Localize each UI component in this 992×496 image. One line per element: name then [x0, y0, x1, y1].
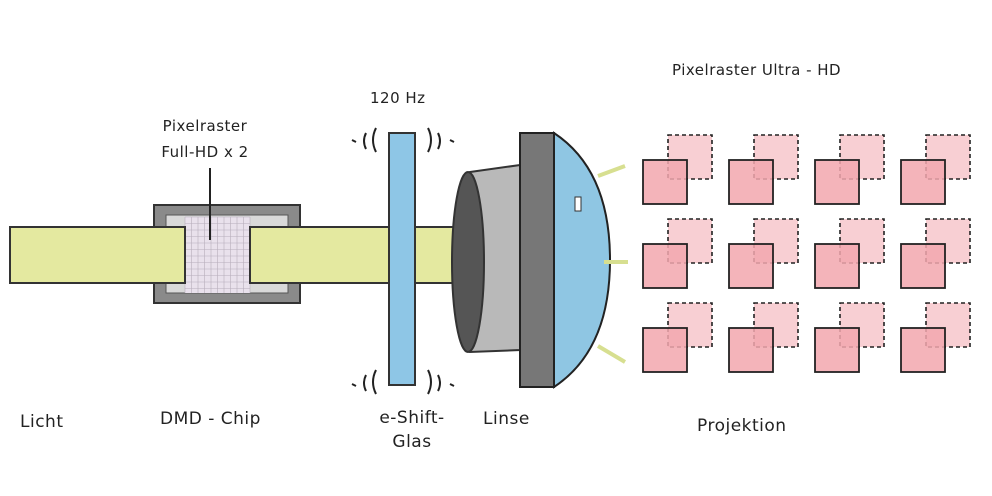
- projection-pixel-grid: [642, 134, 971, 373]
- label-projection: Projektion: [697, 416, 787, 436]
- vibration-marks: [351, 127, 455, 395]
- projected-pixel-pair: [642, 218, 713, 289]
- dmd-chip-pixel-grid: [184, 216, 251, 293]
- base-pixel: [814, 243, 860, 289]
- projected-pixel-pair: [728, 302, 799, 373]
- base-pixel: [814, 327, 860, 373]
- projected-pixel-pair: [814, 134, 885, 205]
- projected-pixel-pair: [900, 218, 971, 289]
- lens-ring: [519, 132, 555, 388]
- label-lens: Linse: [483, 409, 530, 429]
- light-beam-input-overlay: [9, 226, 186, 284]
- base-pixel: [900, 243, 946, 289]
- base-pixel: [728, 327, 774, 373]
- projected-pixel-pair: [900, 302, 971, 373]
- eshift-glass: [388, 132, 416, 386]
- base-pixel: [728, 243, 774, 289]
- light-beam-reflected: [249, 226, 401, 284]
- base-pixel: [728, 159, 774, 205]
- projected-pixel-pair: [814, 302, 885, 373]
- projected-pixel-pair: [814, 218, 885, 289]
- projected-pixel-pair: [728, 134, 799, 205]
- projected-pixel-pair: [642, 302, 713, 373]
- label-eshift-line1: e-Shift-: [379, 408, 445, 428]
- projection-rays: [596, 164, 628, 364]
- lens-dome-highlight: [574, 196, 582, 212]
- label-pixel-grid-ultrahd: Pixelraster Ultra - HD: [672, 61, 842, 79]
- label-light: Licht: [20, 412, 64, 432]
- base-pixel: [900, 159, 946, 205]
- base-pixel: [900, 327, 946, 373]
- label-dmd-chip: DMD - Chip: [160, 409, 261, 429]
- lens-barrel-opening: [451, 171, 485, 353]
- label-pixel-grid-fullhd-line2: Full-HD x 2: [161, 143, 249, 161]
- base-pixel: [814, 159, 860, 205]
- base-pixel: [642, 327, 688, 373]
- base-pixel: [642, 243, 688, 289]
- projected-pixel-pair: [642, 134, 713, 205]
- label-eshift-line2: Glas: [392, 432, 432, 452]
- label-pixel-grid-fullhd-line1: Pixelraster: [162, 117, 248, 135]
- base-pixel: [642, 159, 688, 205]
- projected-pixel-pair: [900, 134, 971, 205]
- shifted-pixel: [667, 218, 713, 264]
- projected-pixel-pair: [728, 218, 799, 289]
- label-frequency: 120 Hz: [370, 89, 426, 107]
